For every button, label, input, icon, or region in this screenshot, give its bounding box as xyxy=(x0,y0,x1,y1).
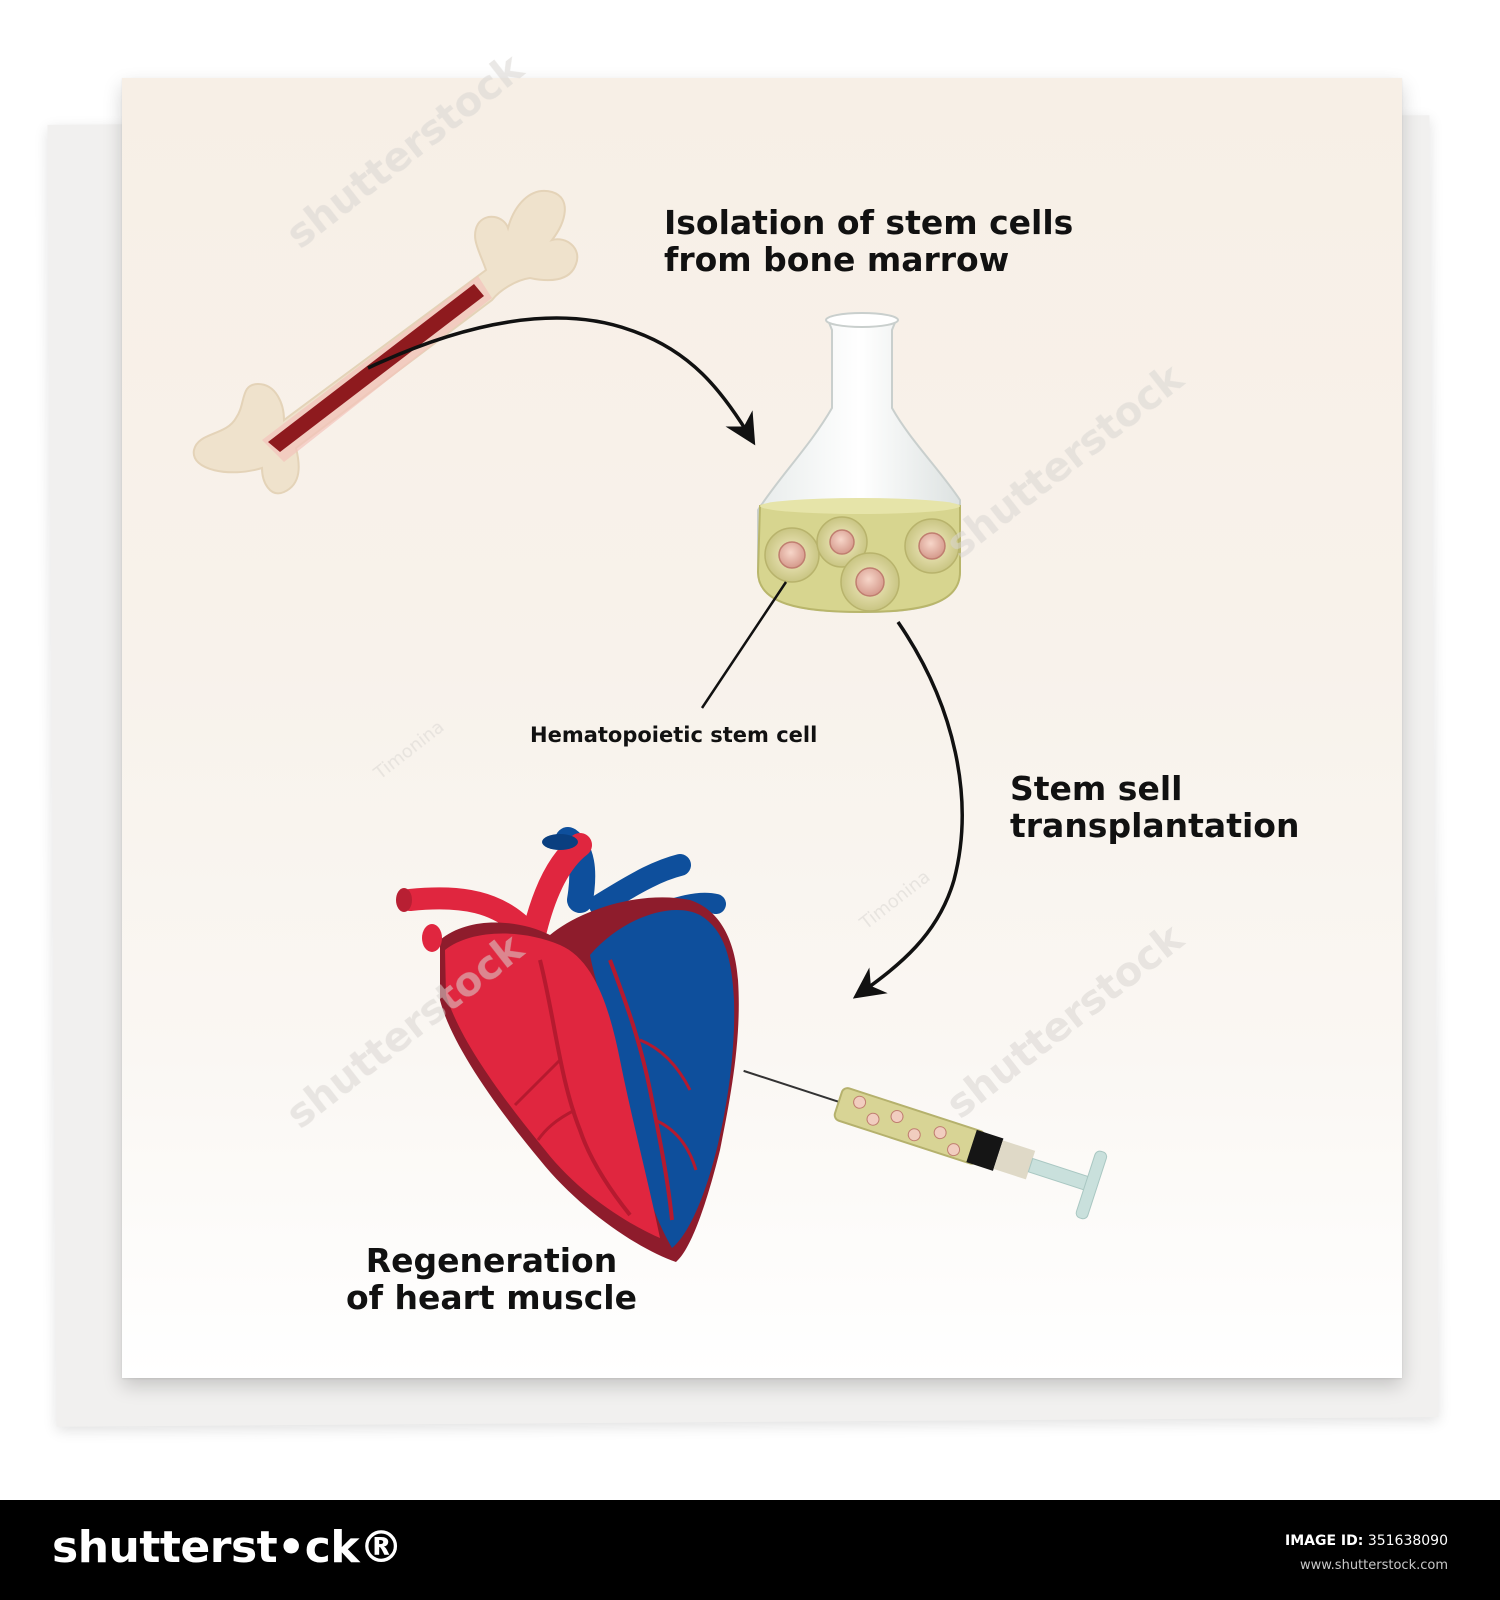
stem-cell-diagram: shutterstock shutterstock shutterstock s… xyxy=(192,44,1193,1262)
image-id: IMAGE ID: 351638090 xyxy=(1285,1533,1448,1549)
bone-icon xyxy=(192,189,579,495)
watermark-author: Timonina xyxy=(855,866,934,934)
paper-sheet xyxy=(122,78,1402,1378)
heart-icon xyxy=(396,827,739,1262)
footer-bar: shutterst•ck® IMAGE ID: 351638090 www.sh… xyxy=(0,1500,1500,1600)
watermark-author: Timonina xyxy=(369,716,448,784)
image-id-label: IMAGE ID: xyxy=(1285,1533,1364,1549)
arrow-to-heart xyxy=(852,621,964,999)
watermark-text: shutterstock xyxy=(938,914,1193,1128)
transplantation-line-2: transplantation xyxy=(1010,806,1300,845)
image-id-value: 351638090 xyxy=(1367,1533,1448,1549)
site-url: www.shutterstock.com xyxy=(1299,1558,1448,1573)
transplantation-label: Stem sell transplantation xyxy=(1010,770,1299,844)
syringe-icon xyxy=(743,1069,1108,1220)
transplantation-line-1: Stem sell xyxy=(1010,769,1183,808)
isolation-line-1: Isolation of stem cells xyxy=(664,203,1074,242)
watermark-text: shutterstock xyxy=(938,354,1193,568)
isolation-line-2: from bone marrow xyxy=(664,240,1010,279)
stem-cells-in-flask xyxy=(764,516,960,612)
cell-pointer-line xyxy=(700,581,788,709)
hematopoietic-label: Hematopoietic stem cell xyxy=(530,723,818,747)
shutterstock-logo: shutterst•ck® xyxy=(52,1522,403,1573)
regeneration-label: Regeneration of heart muscle xyxy=(346,1242,637,1316)
regeneration-line-2: of heart muscle xyxy=(346,1278,637,1317)
regeneration-line-1: Regeneration xyxy=(365,1241,618,1280)
isolation-label: Isolation of stem cells from bone marrow xyxy=(664,204,1073,278)
arrow-to-flask xyxy=(367,316,756,446)
